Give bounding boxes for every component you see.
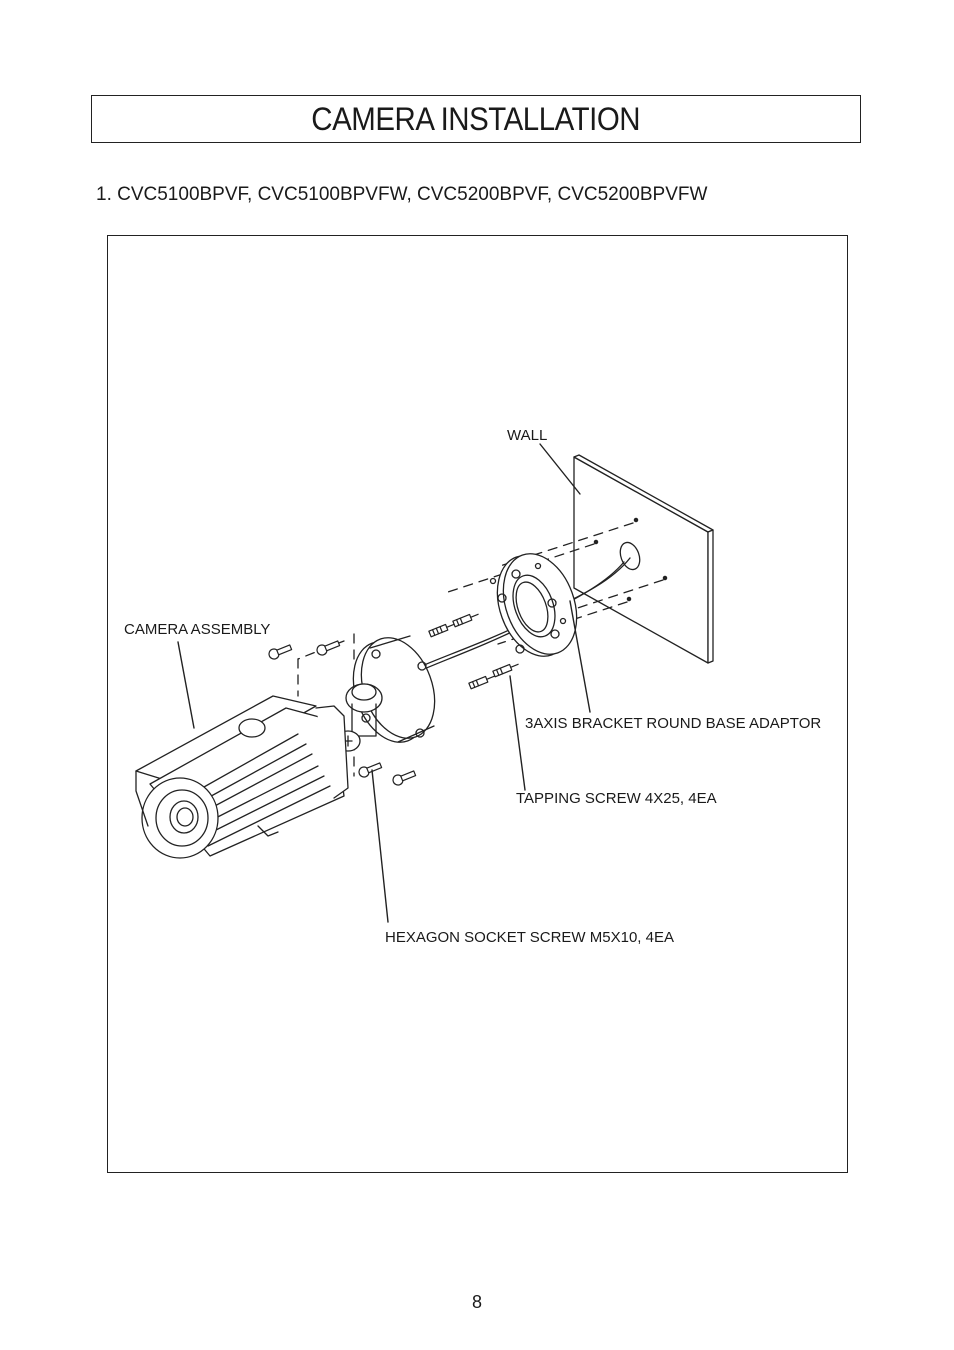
tapping-screws — [428, 613, 519, 690]
page-title: CAMERA INSTALLATION — [311, 101, 641, 137]
hexagon-socket-screws — [268, 640, 417, 786]
camera-body — [135, 695, 349, 859]
bracket-adaptor-label: 3AXIS BRACKET ROUND BASE ADAPTOR — [525, 715, 822, 732]
round-base-adaptor — [489, 553, 578, 657]
page-number: 8 — [471, 1292, 482, 1312]
bracket-mount-base — [352, 635, 436, 743]
wall-label: WALL — [507, 427, 548, 444]
bracket-arm — [335, 683, 383, 752]
camera-assembly-label: CAMERA ASSEMBLY — [124, 621, 271, 638]
installation-diagram — [135, 443, 714, 923]
wall-plate — [573, 454, 714, 664]
model-list-heading: 1. CVC5100BPVF, CVC5100BPVFW, CVC5200BPV… — [96, 184, 708, 205]
installation-diagram-frame: WALL CAMERA ASSEMBLY 3AXIS BRACKET ROUND… — [107, 235, 848, 1173]
tapping-screw-label: TAPPING SCREW 4X25, 4EA — [516, 790, 717, 807]
leader-lines — [177, 443, 591, 923]
hex-screw-label: HEXAGON SOCKET SCREW M5X10, 4EA — [385, 929, 674, 946]
page-title-box: CAMERA INSTALLATION — [91, 95, 861, 143]
